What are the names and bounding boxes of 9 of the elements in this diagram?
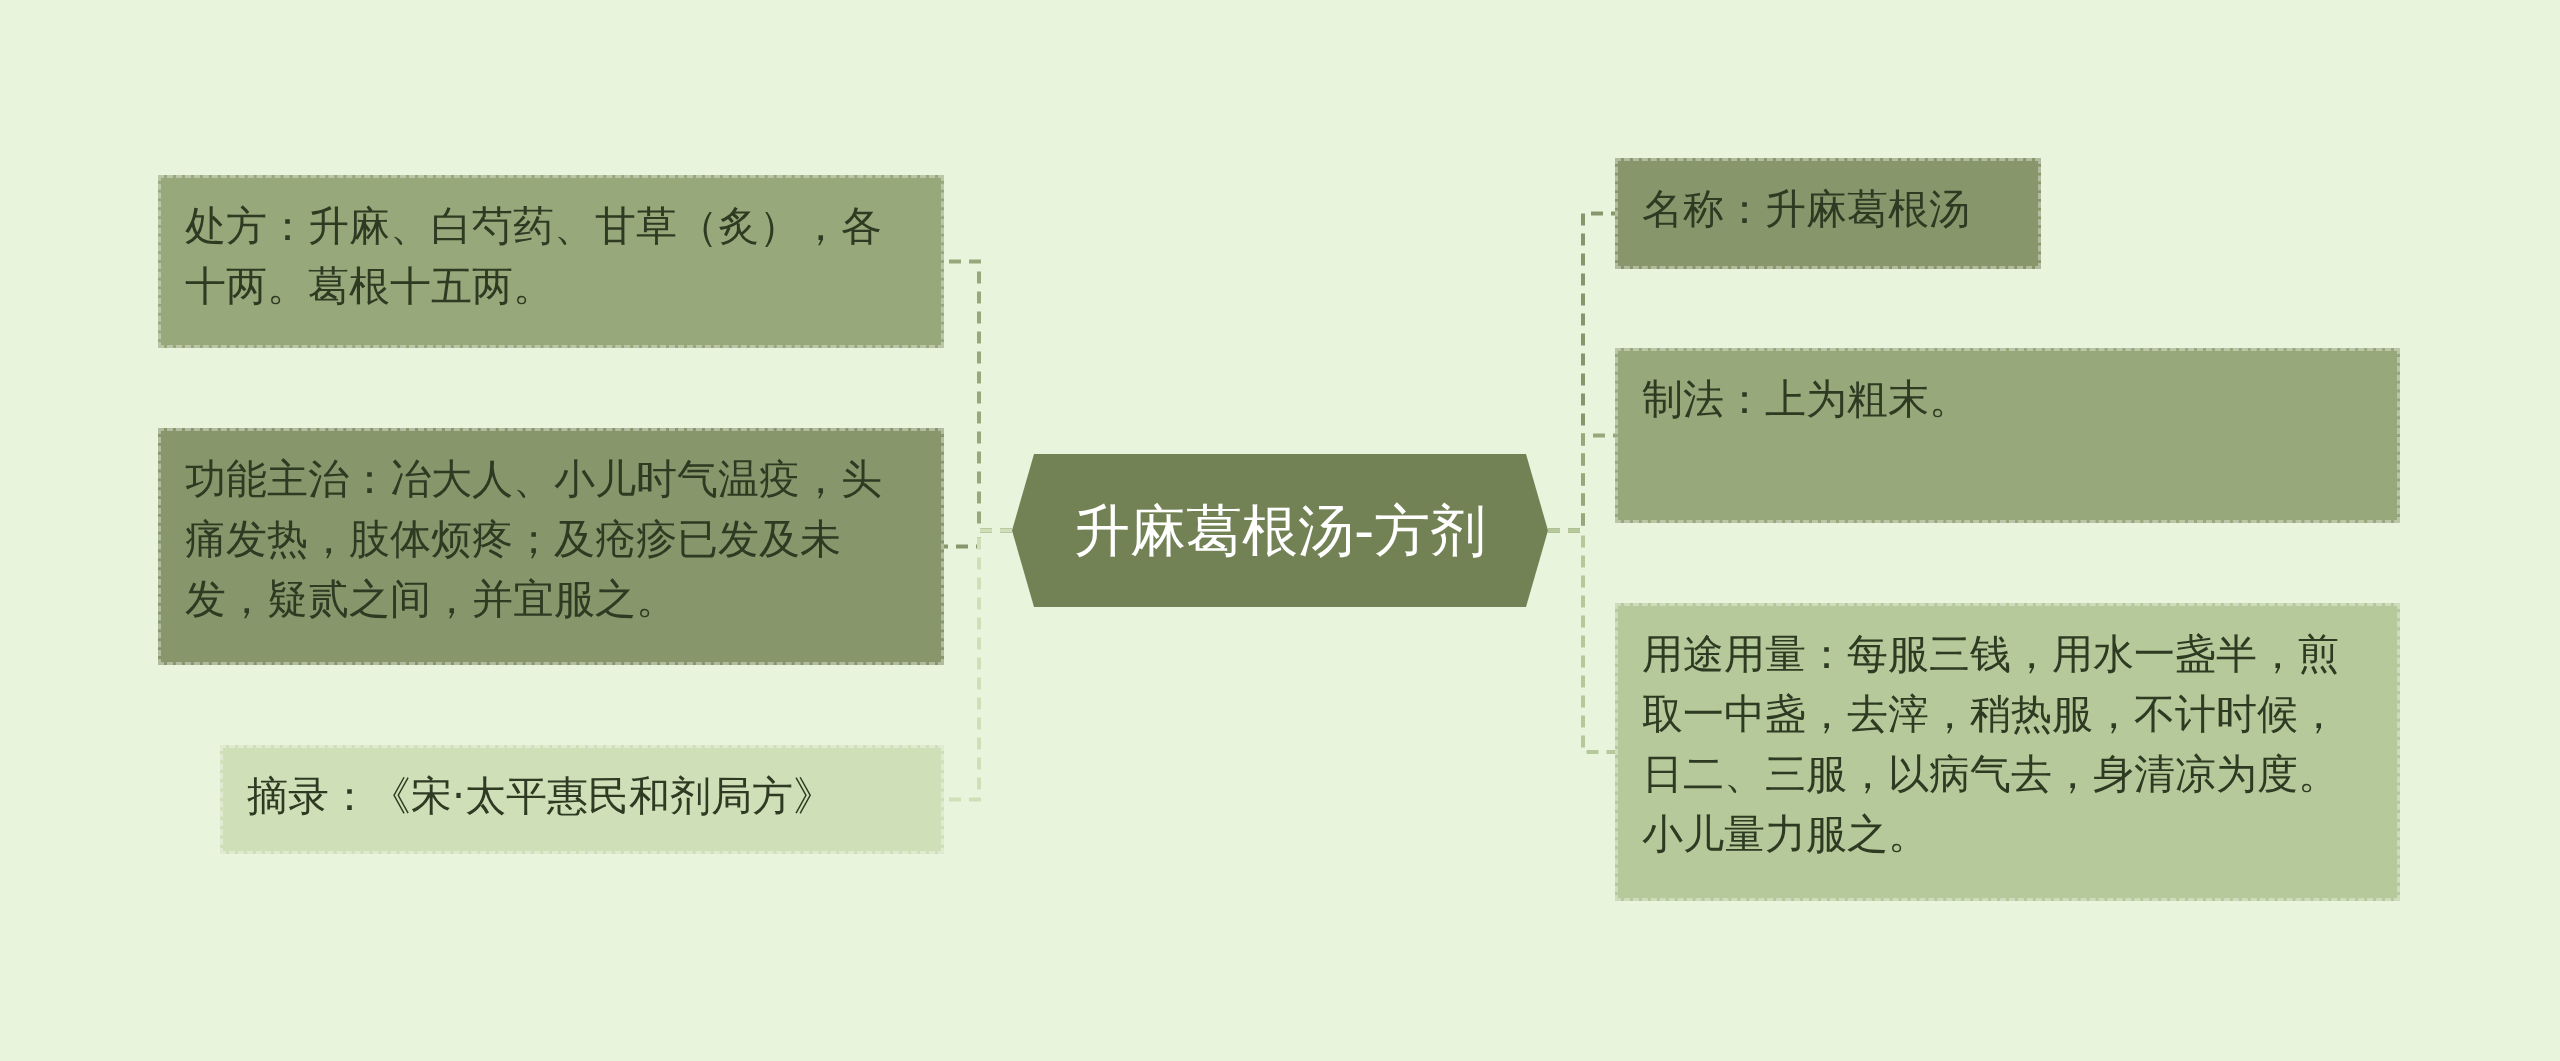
topic-box: 摘录：《宋·太平惠民和剂局方》 <box>220 745 944 854</box>
topic-box: 制法：上为粗末。 <box>1615 348 2400 523</box>
topic-hexagon <box>1012 454 1548 607</box>
topic-title: 升麻葛根汤-方剂 <box>1073 500 1487 561</box>
topic-box: 功能主治：冶大人、小儿时气温疫，头痛发热，肢体烦疼；及疮疹已发及未发，疑贰之间，并宜服之。 <box>158 428 944 665</box>
connector-line <box>1548 528 1615 754</box>
topic-box: 名称：升麻葛根汤 <box>1615 158 2041 269</box>
topic-box: 处方：升麻、白芍药、甘草（炙），各十两。葛根十五两。 <box>158 175 944 348</box>
topic-box: 用途用量：每服三钱，用水一盏半，煎取一中盏，去滓，稍热服，不计时候，日二、三服，以病气去，身清凉为度。小儿量力服之。 <box>1615 603 2400 901</box>
